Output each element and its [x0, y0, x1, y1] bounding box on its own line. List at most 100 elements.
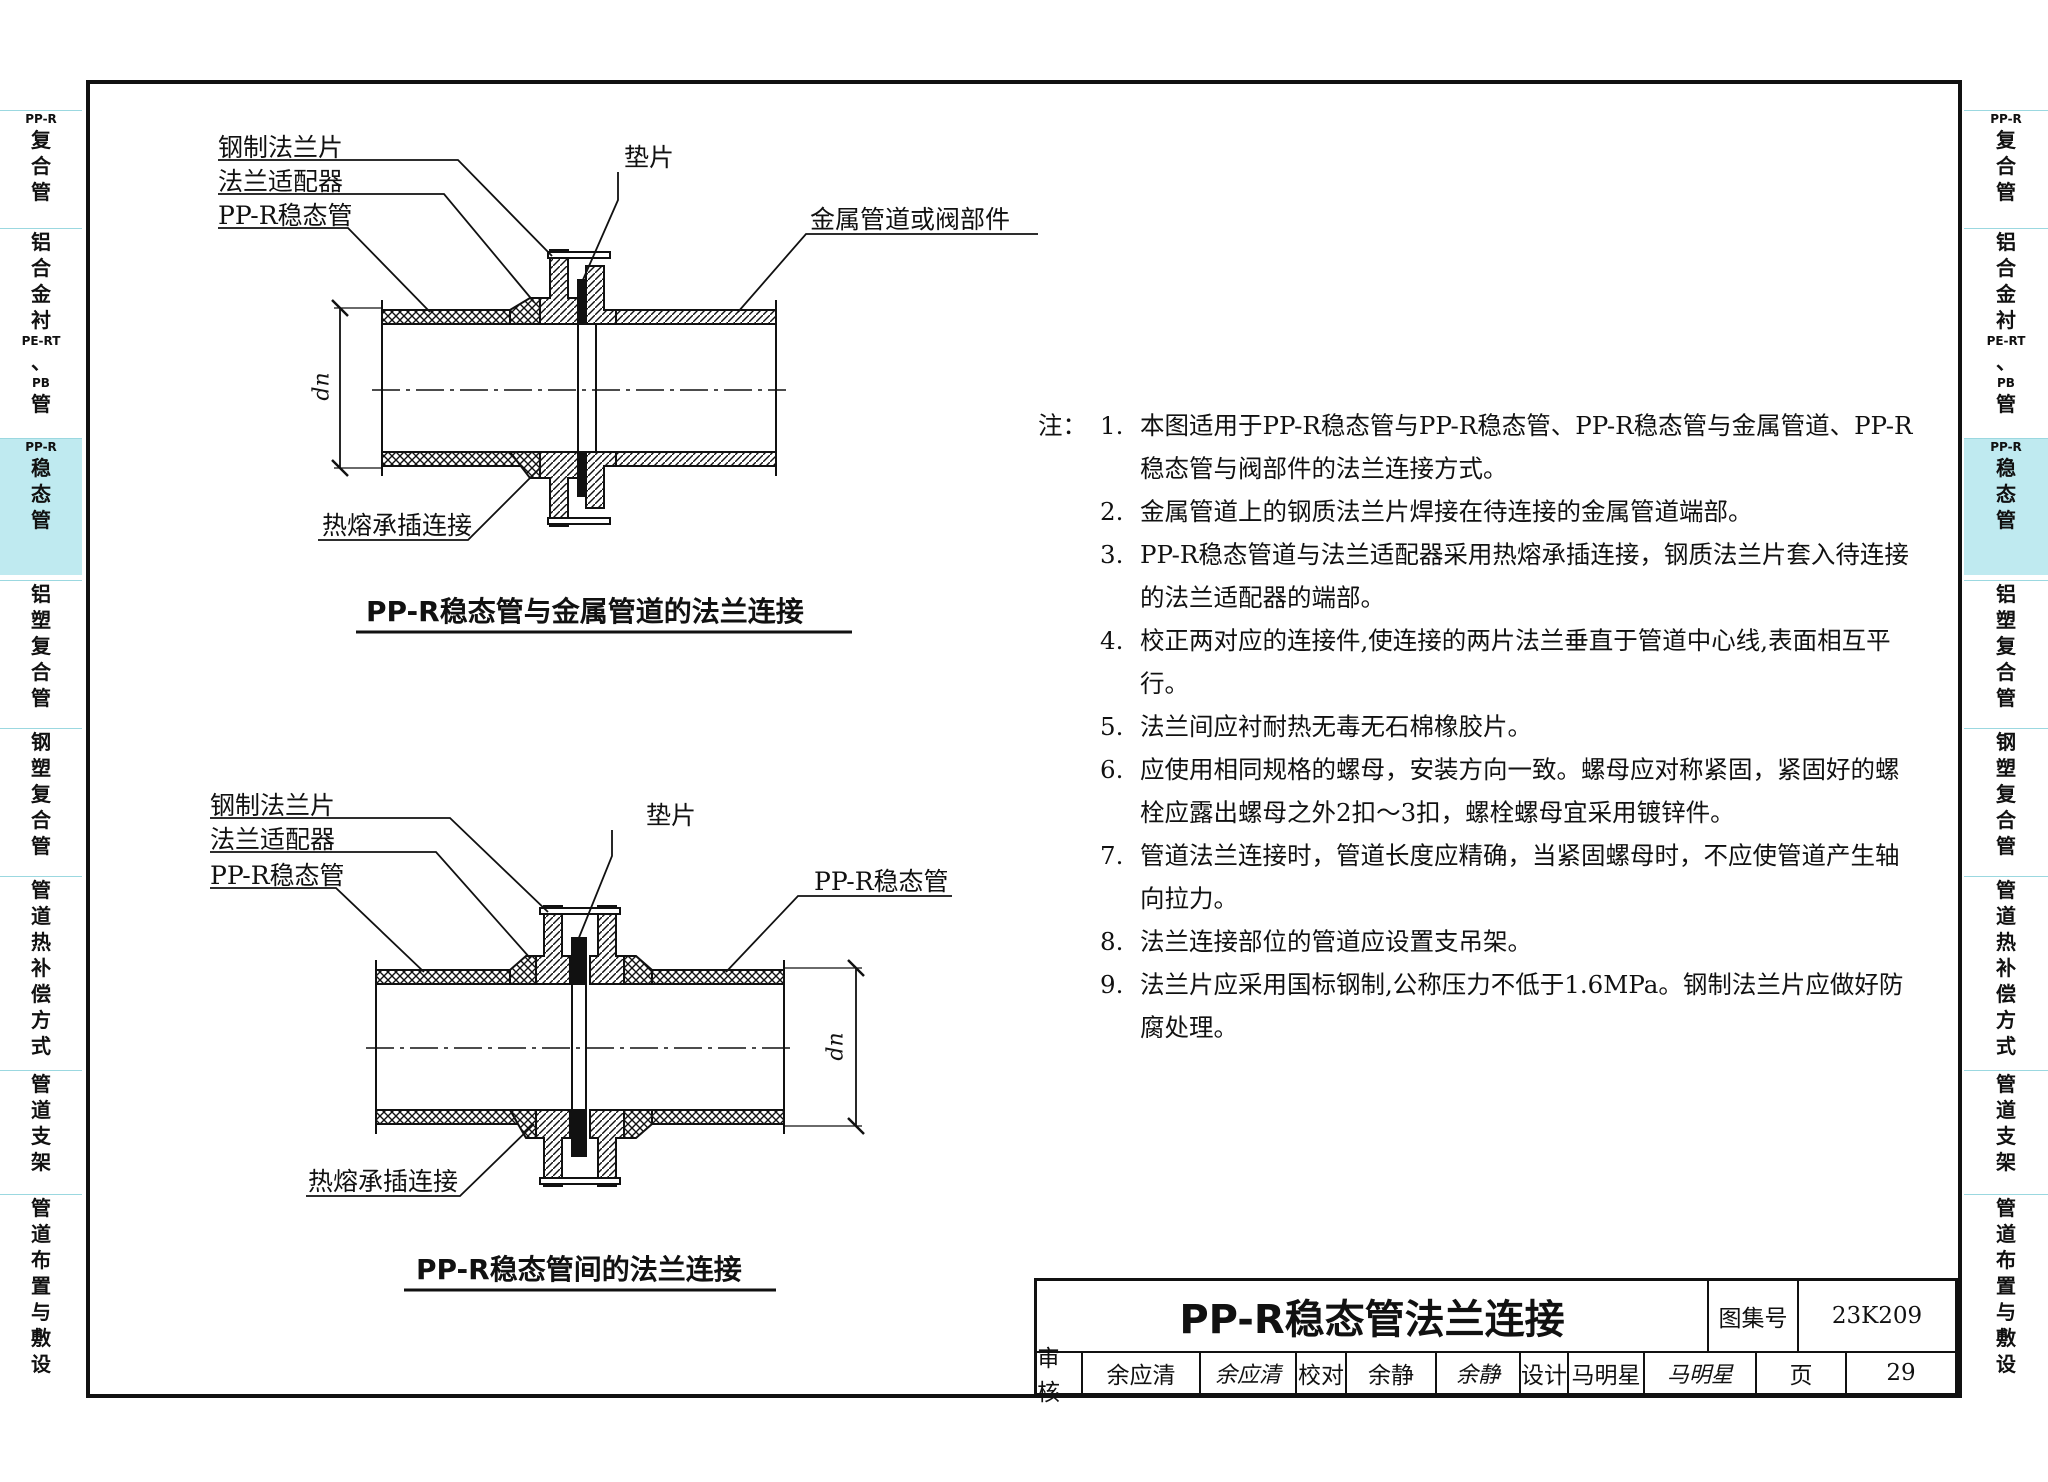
designer-signature: 马明星 [1645, 1353, 1757, 1393]
side-tab-pipe-support: 管道支架 [0, 1070, 82, 1195]
side-tab-char: 合 [31, 154, 51, 178]
side-tab-char: 、 [31, 350, 51, 374]
page-number: 29 [1886, 1360, 1916, 1386]
metal-pipe-bottom-wall [615, 451, 777, 467]
designer-name: 马明星 [1569, 1353, 1645, 1393]
side-tab-pipe-layout: 管道布置与敷设 [0, 1194, 82, 1395]
reviewer-signature: 余应清 [1201, 1353, 1297, 1393]
side-tab-steel-plastic: 钢塑复合管 [0, 728, 82, 877]
note-text: PP-R稳态管道与法兰适配器采用热熔承插连接，钢质法兰片套入待连接的法兰适配器的… [1140, 540, 1909, 612]
label-flange-adapter: 法兰适配器 [210, 825, 336, 854]
note-number: 3. [1100, 540, 1124, 569]
side-tab-char: 管 [31, 834, 51, 858]
side-tab-char: 塑 [31, 756, 51, 780]
note-number: 1. [1100, 411, 1124, 440]
side-tab-char: PP-R [25, 112, 57, 126]
side-tab-char: 塑 [1996, 608, 2016, 632]
side-tab-char: 式 [1996, 1034, 2016, 1058]
side-tab-char: 复 [31, 634, 51, 658]
side-tab-char: 道 [1996, 1098, 2016, 1122]
side-tab-char: PE-RT [21, 334, 61, 348]
metal-pipe-top-wall [615, 309, 777, 325]
note-prefix [1038, 834, 1100, 920]
side-tab-char: 管 [31, 180, 51, 204]
steel-flange-right-top [585, 265, 617, 325]
diagram2-drawing [210, 817, 952, 1292]
side-tab-char: 设 [1996, 1352, 2016, 1376]
side-tab-char: 金 [31, 282, 51, 306]
side-tab-char: 道 [1996, 904, 2016, 928]
side-tab-char: PP-R [25, 440, 57, 454]
side-tab-char: 热 [1996, 930, 2016, 954]
side-tab-char: 敷 [31, 1326, 51, 1350]
note-number: 8. [1100, 927, 1124, 956]
leader-hot-melt [318, 467, 541, 541]
side-tab-pipe-support: 管道支架 [1964, 1070, 2048, 1195]
note-prefix [1038, 490, 1100, 533]
side-tab-steel-plastic: 钢塑复合管 [1964, 728, 2048, 877]
side-tab-char: 与 [1996, 1300, 2016, 1324]
side-tab-char: 复 [31, 782, 51, 806]
side-tab-char: 管 [1996, 1196, 2016, 1220]
note-text: 金属管道上的钢质法兰片焊接在待连接的金属管道端部。 [1140, 497, 1753, 526]
side-tab-char: 态 [1996, 482, 2016, 506]
note-prefix [1038, 533, 1100, 619]
side-tab-char: 置 [31, 1274, 51, 1298]
bolt-bottom [547, 517, 611, 525]
side-tab-char: 置 [1996, 1274, 2016, 1298]
side-tab-char: 合 [1996, 256, 2016, 280]
side-tab-char: 管 [31, 392, 51, 416]
label-ppr-pipe: PP-R稳态管 [218, 201, 353, 230]
label-gasket: 垫片 [646, 801, 697, 830]
side-tab-char: 管 [1996, 1072, 2016, 1096]
side-tab-pipe-layout: 管道布置与敷设 [1964, 1194, 2048, 1395]
check-label: 校对 [1297, 1353, 1347, 1393]
side-tab-char: 管 [1996, 878, 2016, 902]
label-dn: dn [309, 372, 335, 401]
note-item: 2.金属管道上的钢质法兰片焊接在待连接的金属管道端部。 [1038, 490, 1918, 533]
label-hot-melt: 热熔承插连接 [322, 511, 473, 540]
reviewer-name: 余应清 [1083, 1353, 1201, 1393]
drawing-frame [86, 80, 1962, 1398]
side-tab-char: 金 [1996, 282, 2016, 306]
side-tab-char: 偿 [31, 982, 51, 1006]
note-text: 法兰片应采用国标钢制,公称压力不低于1.6MPa。钢制法兰片应做好防腐处理。 [1140, 970, 1904, 1042]
note-text: 管道法兰连接时，管道长度应精确，当紧固螺母时，不应使管道产生轴向拉力。 [1140, 841, 1900, 913]
side-tab-char: 衬 [31, 308, 51, 332]
side-tab-char: 架 [31, 1150, 51, 1174]
title-block: PP-R稳态管法兰连接 图集号 23K209 审核 余应清 余应清 校对 余静 … [1034, 1278, 1958, 1406]
side-tab-char: 道 [31, 1098, 51, 1122]
side-tab-char: 管 [31, 878, 51, 902]
side-tab-char: 、 [1996, 350, 2016, 374]
gasket-bottom [577, 451, 587, 497]
side-tab-char: 支 [31, 1124, 51, 1148]
note-prefix [1038, 920, 1100, 963]
label-ppr-pipe: PP-R稳态管 [210, 861, 345, 890]
label-metal-pipe: 金属管道或阀部件 [810, 205, 1011, 234]
side-tab-char: 合 [1996, 154, 2016, 178]
side-tab-char: 衬 [1996, 308, 2016, 332]
review-label: 审核 [1037, 1346, 1083, 1406]
note-item: 8.法兰连接部位的管道应设置支吊架。 [1038, 920, 1918, 963]
note-item: 注：1.本图适用于PP-R稳态管与PP-R稳态管、PP-R稳态管与金属管道、PP… [1038, 404, 1918, 490]
note-number: 4. [1100, 626, 1124, 655]
leader-steel-flange [218, 159, 553, 257]
checker-signature: 余静 [1437, 1353, 1521, 1393]
side-tab-char: 复 [1996, 782, 2016, 806]
page-label: 页 [1757, 1353, 1847, 1393]
side-tab-char: 补 [31, 956, 51, 980]
label-dn: dn [823, 1032, 849, 1061]
note-item: 4.校正两对应的连接件,使连接的两片法兰垂直于管道中心线,表面相互平行。 [1038, 619, 1918, 705]
side-tab-char: 钢 [31, 730, 51, 754]
leader-ppr-pipe [218, 227, 431, 313]
atlas-label: 图集号 [1709, 1281, 1799, 1353]
steel-flange-left-bottom [539, 451, 579, 527]
checker-name: 余静 [1347, 1353, 1437, 1393]
side-tab-char: 敷 [1996, 1326, 2016, 1350]
side-tab-char: 偿 [1996, 982, 2016, 1006]
side-tab-char: PP-R [1990, 112, 2022, 126]
side-tab-char: 支 [1996, 1124, 2016, 1148]
